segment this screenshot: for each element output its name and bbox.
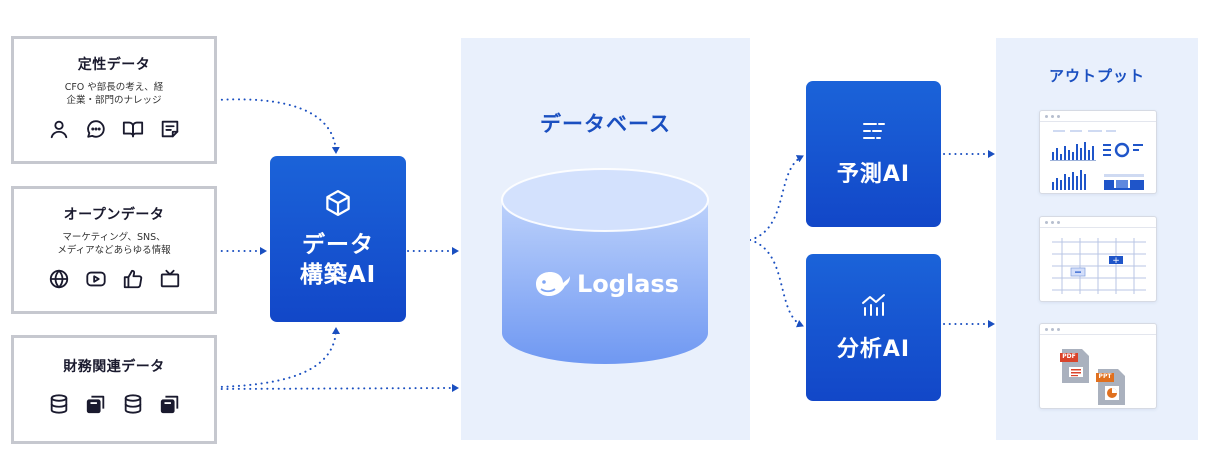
qualitative-desc-line-2: 企業・部門のナレッジ (66, 95, 162, 106)
qualitative-data-title: 定性データ (77, 57, 151, 73)
arrow-database-to-forecast (749, 155, 804, 241)
spreadsheet-card: + (1039, 216, 1157, 302)
book-icon (121, 117, 145, 141)
open-data-description: マーケティング、SNS、 メディアなどあらゆる情報 (57, 231, 170, 257)
analysis-ai-label: 分析AI (836, 336, 911, 362)
output-panel: アウトプット (996, 38, 1198, 440)
forecast-lines-icon (860, 120, 888, 146)
globe-icon (47, 267, 71, 291)
thumbs-up-icon (121, 267, 145, 291)
tv-icon (158, 267, 182, 291)
open-data-card: オープンデータ マーケティング、SNS、 メディアなどあらゆる情報 (11, 186, 217, 314)
qualitative-desc-line-1: CFO や部長の考え、経 (64, 82, 164, 93)
dashboard-card (1039, 110, 1157, 194)
arrow-finance-to-database (215, 384, 459, 393)
video-play-icon (84, 267, 108, 291)
open-data-title: オープンデータ (63, 207, 165, 223)
open-desc-line-2: メディアなどあらゆる情報 (57, 245, 171, 256)
ppt-badge: PPT (1098, 373, 1112, 380)
cube-icon (323, 188, 353, 222)
database-panel: データベース Loglass (461, 38, 750, 440)
pdf-badge: PDF (1062, 353, 1076, 360)
file-export-card: PDF PPT (1039, 323, 1157, 409)
brand-name: Loglass (577, 270, 679, 298)
whale-logo (536, 272, 570, 296)
open-data-icons (47, 267, 182, 291)
spreadsheet-thumbnail: + (1052, 238, 1146, 294)
document-icon (158, 117, 182, 141)
svg-text:+: + (1112, 256, 1120, 266)
financial-data-card: 財務関連データ (11, 335, 217, 444)
database-icon (121, 392, 145, 416)
output-title: アウトプット (1048, 67, 1145, 85)
analysis-ai-box: 分析AI (806, 254, 941, 401)
stacked-files-icon (84, 392, 108, 416)
qualitative-data-description: CFO や部長の考え、経 企業・部門のナレッジ (65, 81, 164, 107)
forecast-ai-box: 予測AI (806, 81, 941, 227)
arrow-qualitative-to-builder (215, 98, 340, 154)
builder-label-line-2: 構築AI (299, 262, 377, 288)
qualitative-data-card: 定性データ CFO や部長の考え、経 企業・部門のナレッジ (11, 36, 217, 164)
dashboard-thumbnail (1050, 130, 1144, 190)
builder-label-line-1: データ (302, 232, 374, 258)
database-icon (47, 392, 71, 416)
person-icon (47, 117, 71, 141)
loglass-brand: Loglass (533, 270, 683, 298)
arrow-finance-to-builder (215, 327, 340, 388)
financial-data-title: 財務関連データ (63, 359, 165, 375)
open-desc-line-1: マーケティング、SNS、 (62, 232, 166, 243)
arrow-database-to-analysis (749, 239, 804, 328)
financial-data-icons (47, 392, 182, 416)
chat-bubble-icon (84, 117, 108, 141)
database-title: データベース (540, 112, 671, 136)
database-cylinder (501, 168, 709, 364)
qualitative-icons (47, 117, 182, 141)
data-builder-ai-box: データ 構築AI (270, 156, 406, 322)
stacked-files-icon (158, 392, 182, 416)
analysis-chart-icon (860, 293, 888, 321)
file-export-thumbnail (1060, 349, 1125, 405)
forecast-ai-label: 予測AI (836, 162, 911, 187)
